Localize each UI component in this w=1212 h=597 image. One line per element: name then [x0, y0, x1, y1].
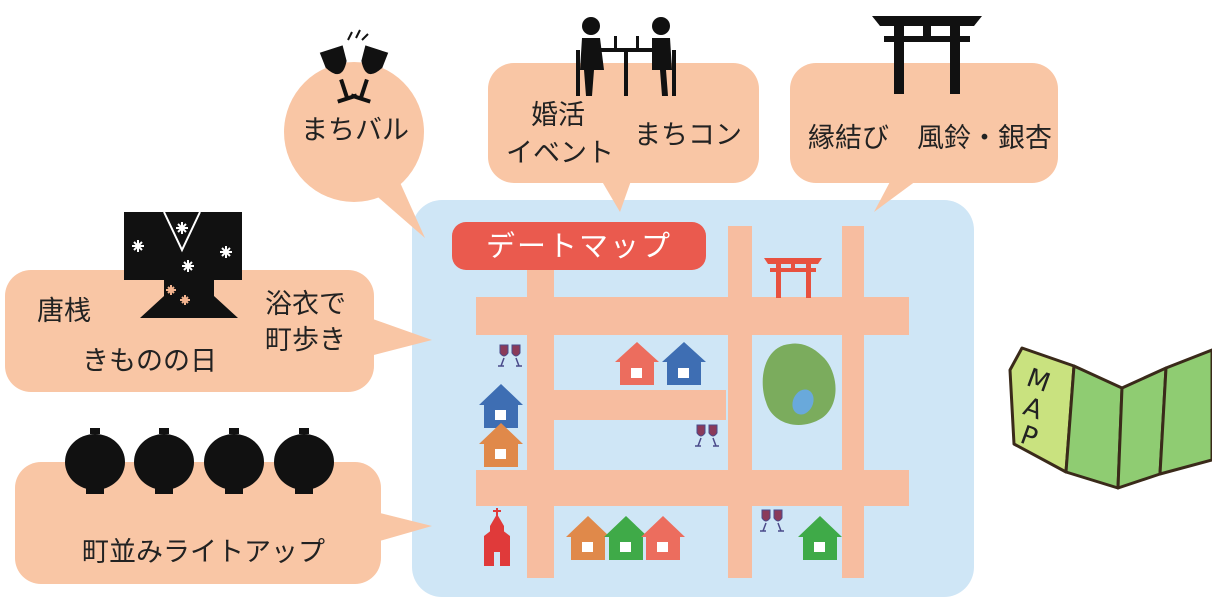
lanterns-icon — [65, 428, 334, 494]
wine-glass-icon — [760, 509, 784, 532]
wine-glass-icon — [498, 344, 522, 367]
yukata-label-line2: 町歩き — [265, 325, 346, 356]
tozan-label: 唐桟 — [37, 296, 91, 327]
house-icon — [479, 423, 523, 467]
house-icon — [798, 516, 842, 560]
folded-map-icon — [1008, 346, 1212, 490]
lightup-label: 町並みライトアップ — [82, 537, 325, 568]
road-vertical-left — [527, 260, 554, 578]
konkatsu-label-line1: 婚活 — [531, 100, 585, 131]
bubble-events — [488, 63, 759, 212]
house-icon — [566, 516, 610, 560]
date-map — [412, 200, 974, 597]
machicon-label: まちコン — [634, 120, 742, 151]
bubble-lightup — [15, 462, 432, 584]
bubble-enmusubi — [790, 63, 1058, 212]
date-map-title: デートマップ — [452, 222, 706, 270]
road-vertical-right — [842, 226, 864, 578]
konkatsu-label-line2: イベント — [506, 138, 614, 169]
roads — [476, 226, 909, 578]
wine-glass-icon — [695, 424, 719, 447]
furin-icho-label: 風鈴・銀杏 — [917, 123, 1052, 154]
pond-icon — [792, 389, 814, 415]
torii-black-icon — [872, 16, 982, 94]
house-icon — [479, 384, 523, 428]
church-icon — [484, 508, 510, 566]
park-icon — [762, 343, 836, 425]
kimono-icon — [124, 211, 242, 318]
road-vertical-center — [728, 226, 752, 578]
house-icon — [604, 516, 648, 560]
toast-glasses-icon — [319, 29, 389, 104]
couple-dining-icon — [576, 17, 676, 96]
machi-bar-label: まちバル — [301, 115, 409, 146]
house-icon — [615, 342, 659, 385]
kimono-day-label: きものの日 — [82, 346, 217, 377]
enmusubi-label: 縁結び — [808, 123, 889, 154]
bubbles — [5, 62, 1058, 584]
road-horizontal-middle — [528, 390, 726, 420]
torii-red-icon — [764, 258, 822, 298]
house-icon — [662, 342, 706, 385]
bubble-kimono — [5, 270, 432, 392]
yukata-label-line1: 浴衣で — [265, 289, 346, 320]
house-icon — [641, 516, 685, 560]
bubble-machi-bar — [284, 62, 425, 238]
